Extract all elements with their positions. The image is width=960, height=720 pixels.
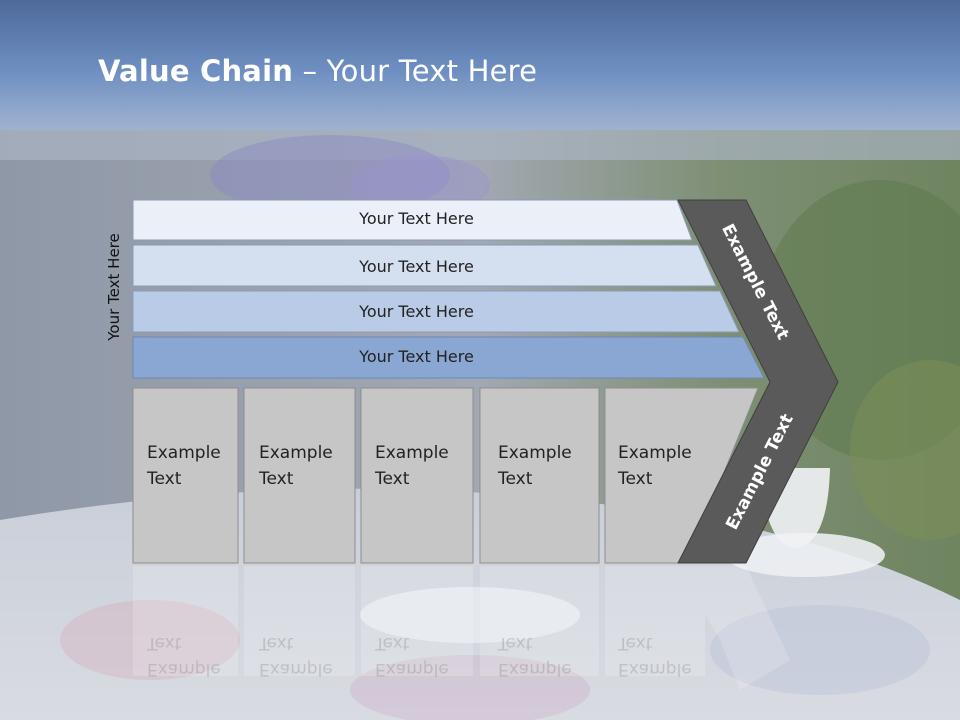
slide-title: Value Chain – Your Text Here: [98, 54, 537, 88]
title-bold: Value Chain: [98, 54, 294, 88]
box-3-reflection-line1: Example: [375, 659, 449, 679]
box-4-text: Example Text: [498, 440, 572, 492]
box-4-reflection-line1: Example: [498, 659, 572, 679]
box-4-line2: Text: [498, 469, 533, 489]
box-1-reflection-line1: Example: [147, 659, 221, 679]
box-4-reflection: Example Text: [498, 630, 572, 682]
box-2-line1: Example: [259, 443, 333, 463]
box-3-line1: Example: [375, 443, 449, 463]
box-1-reflection-line2: Text: [147, 633, 182, 653]
band-4-label: Your Text Here: [359, 347, 474, 366]
box-5-text: Example Text: [618, 440, 692, 492]
band-2: [132, 244, 717, 287]
box-3: [360, 387, 474, 564]
box-3-reflection-line2: Text: [375, 633, 410, 653]
box-1-reflection: Example Text: [147, 630, 221, 682]
box-4-reflection-line2: Text: [498, 633, 533, 653]
box-1: [132, 387, 239, 564]
title-rest: – Your Text Here: [293, 54, 538, 88]
box-3-reflection: Example Text: [375, 630, 449, 682]
box-1-line1: Example: [147, 443, 221, 463]
box-2-reflection-line2: Text: [259, 633, 294, 653]
band-3: [132, 290, 740, 333]
box-2-reflection-line1: Example: [259, 659, 333, 679]
box-2: [243, 387, 356, 564]
box-1-line2: Text: [147, 469, 182, 489]
box-2-text: Example Text: [259, 440, 333, 492]
band-3-label: Your Text Here: [359, 302, 474, 321]
band-4: [132, 336, 765, 379]
box-5-reflection: Example Text: [618, 630, 692, 682]
box-5-reflection-line2: Text: [618, 633, 653, 653]
box-5-line2: Text: [618, 469, 653, 489]
box-4-line1: Example: [498, 443, 572, 463]
box-2-reflection: Example Text: [259, 630, 333, 682]
box-5-line1: Example: [618, 443, 692, 463]
band-1-label: Your Text Here: [359, 209, 474, 228]
box-2-line2: Text: [259, 469, 294, 489]
box-1-text: Example Text: [147, 440, 221, 492]
box-3-text: Example Text: [375, 440, 449, 492]
band-2-label: Your Text Here: [359, 257, 474, 276]
chevron-arrow: [677, 199, 839, 564]
box-3-line2: Text: [375, 469, 410, 489]
box-5-reflection-line1: Example: [618, 659, 692, 679]
band-1: [132, 199, 693, 241]
box-4: [479, 387, 600, 564]
